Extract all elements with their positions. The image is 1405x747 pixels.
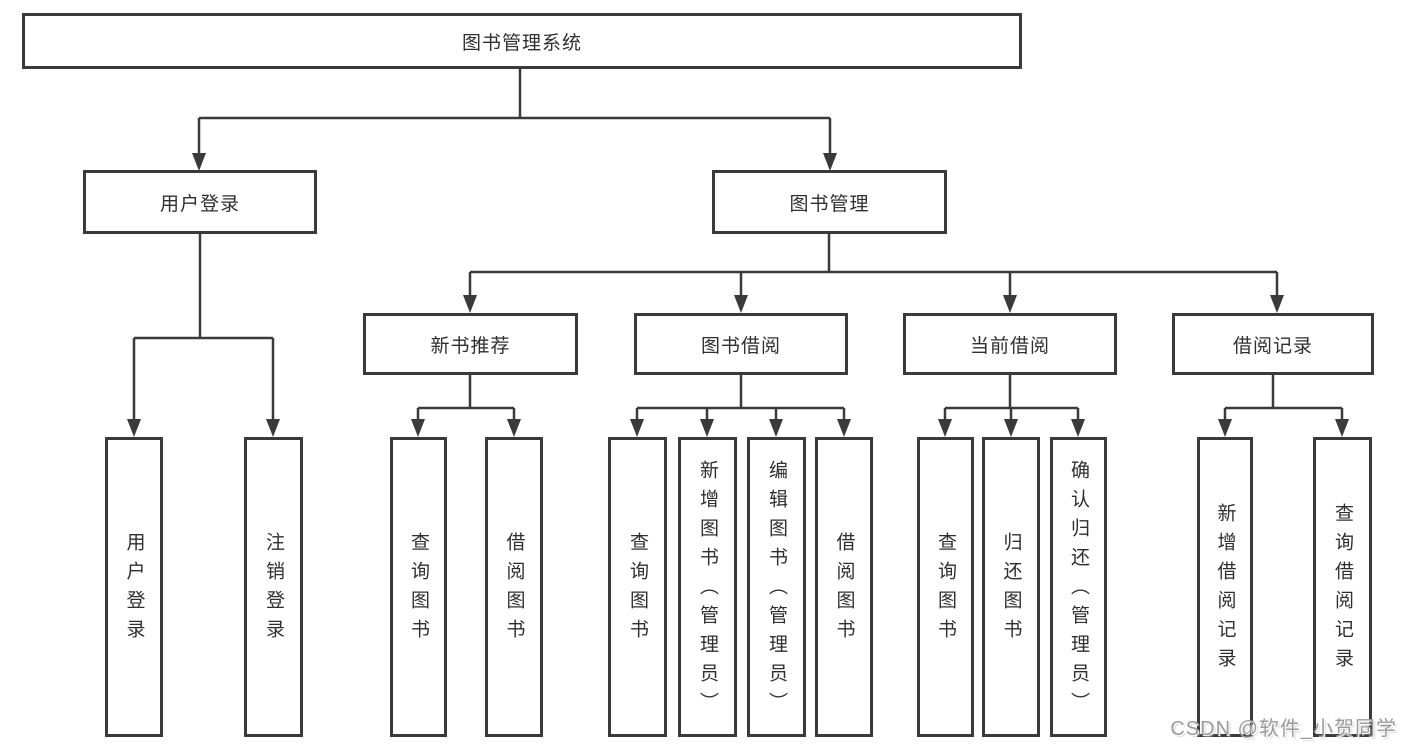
leaf-logout: 注销登录 bbox=[244, 437, 303, 737]
leaf-query-borrow-record: 查询借阅记录 bbox=[1313, 437, 1372, 737]
leaf-add-book-admin: 新增图书（管理员） bbox=[678, 437, 737, 737]
csdn-watermark: CSDN @软件_小贺同学 bbox=[1170, 718, 1397, 740]
leaf-query-book: 查询图书 bbox=[390, 437, 447, 737]
leaf-add-borrow-record: 新增借阅记录 bbox=[1197, 437, 1253, 737]
node-current-borrow: 当前借阅 bbox=[903, 313, 1117, 375]
node-user-login: 用户登录 bbox=[83, 170, 317, 234]
leaf-edit-book-admin: 编辑图书（管理员） bbox=[747, 437, 806, 737]
node-new-book-recommend: 新书推荐 bbox=[363, 313, 578, 375]
node-book-borrow: 图书借阅 bbox=[634, 313, 848, 375]
node-borrow-records: 借阅记录 bbox=[1172, 313, 1374, 375]
leaf-query-book: 查询图书 bbox=[608, 437, 667, 737]
arrowhead-icons bbox=[127, 153, 1349, 437]
leaf-confirm-return-admin: 确认归还（管理员） bbox=[1050, 437, 1107, 737]
node-library-system: 图书管理系统 bbox=[22, 13, 1022, 69]
leaf-borrow-book: 借阅图书 bbox=[815, 437, 873, 737]
leaf-query-book: 查询图书 bbox=[917, 437, 974, 737]
leaf-borrow-book: 借阅图书 bbox=[485, 437, 543, 737]
leaf-return-book: 归还图书 bbox=[982, 437, 1040, 737]
node-book-management: 图书管理 bbox=[712, 170, 947, 234]
leaf-user-login: 用户登录 bbox=[105, 437, 163, 737]
